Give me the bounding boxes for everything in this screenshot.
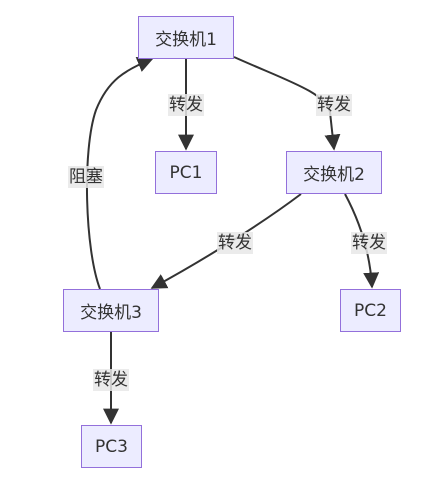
edge-label-sw2-pc2: 转发 xyxy=(351,232,387,254)
edge-label-sw3-sw1: 阻塞 xyxy=(68,166,104,188)
edge-label-sw1-sw2: 转发 xyxy=(316,94,352,116)
node-switch-1: 交换机1 xyxy=(138,16,234,59)
edge-label-sw3-pc3: 转发 xyxy=(93,369,129,391)
node-pc-2: PC2 xyxy=(340,289,401,332)
edge-sw3-to-sw1 xyxy=(85,57,154,290)
node-switch-3: 交换机3 xyxy=(63,289,159,332)
edge-label-sw2-sw3: 转发 xyxy=(217,232,253,254)
node-pc-3: PC3 xyxy=(81,425,142,468)
edge-label-sw1-pc1: 转发 xyxy=(168,94,204,116)
node-pc-1: PC1 xyxy=(155,151,217,194)
node-switch-2: 交换机2 xyxy=(286,151,382,194)
